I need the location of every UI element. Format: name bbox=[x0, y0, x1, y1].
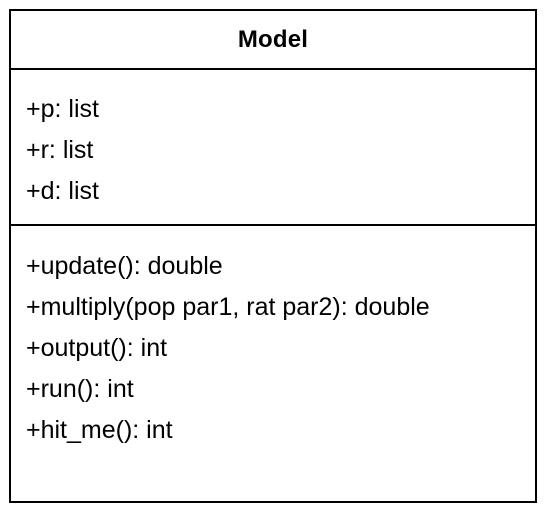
attribute-d: +d: list bbox=[26, 177, 99, 205]
attributes-section: +p: list +r: list +d: list bbox=[11, 70, 535, 226]
method-output: +output(): int bbox=[26, 334, 168, 362]
method-hit-me: +hit_me(): int bbox=[26, 416, 173, 444]
method-run: +run(): int bbox=[26, 375, 134, 403]
methods-section: +update(): double +multiply(pop par1, ra… bbox=[11, 226, 535, 451]
method-update: +update(): double bbox=[26, 252, 223, 280]
method-multiply: +multiply(pop par1, rat par2): double bbox=[26, 293, 430, 321]
attribute-p: +p: list bbox=[26, 95, 99, 123]
class-name: Model bbox=[237, 25, 309, 53]
uml-class-box: Model +p: list +r: list +d: list +update… bbox=[9, 9, 537, 503]
attribute-r: +r: list bbox=[26, 136, 94, 164]
class-header: Model bbox=[11, 11, 535, 70]
